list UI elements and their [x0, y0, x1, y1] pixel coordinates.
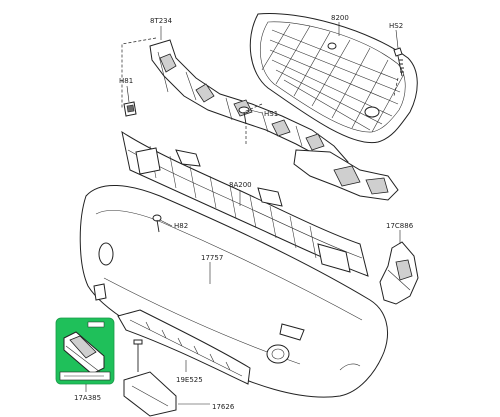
label-8t234: 8T234: [150, 17, 173, 25]
screw-hs1[interactable]: [238, 106, 250, 125]
label-h82: H82: [174, 222, 188, 230]
clip-h81[interactable]: [123, 101, 137, 117]
label-17626: 17626: [212, 403, 235, 411]
bumper-cover[interactable]: [79, 185, 388, 398]
label-hs1: HS1: [264, 110, 278, 118]
bolt-lower[interactable]: [133, 339, 143, 372]
label-8200: 8200: [331, 14, 349, 22]
label-19e525: 19E525: [176, 376, 203, 384]
label-17a385: 17A385: [74, 394, 101, 402]
label-h81: H81: [119, 77, 133, 85]
bumper-beam[interactable]: [121, 130, 369, 277]
side-bracket-17c886[interactable]: [379, 241, 419, 305]
screw-h82[interactable]: [152, 214, 162, 233]
highlighted-part-17a385[interactable]: [55, 317, 115, 385]
leader-lines: [85, 22, 401, 405]
grille[interactable]: [249, 12, 418, 144]
label-17c886: 17C886: [386, 222, 414, 230]
clip-left[interactable]: [93, 283, 107, 301]
screw-hs2[interactable]: [393, 47, 404, 77]
center-bracket[interactable]: [293, 149, 399, 201]
label-8a200: 8A200: [229, 181, 252, 189]
label-hs2: HS2: [389, 22, 403, 30]
label-17757: 17757: [201, 254, 223, 262]
tow-eye-cover-17626[interactable]: [123, 371, 177, 417]
lower-grille[interactable]: [117, 309, 251, 385]
